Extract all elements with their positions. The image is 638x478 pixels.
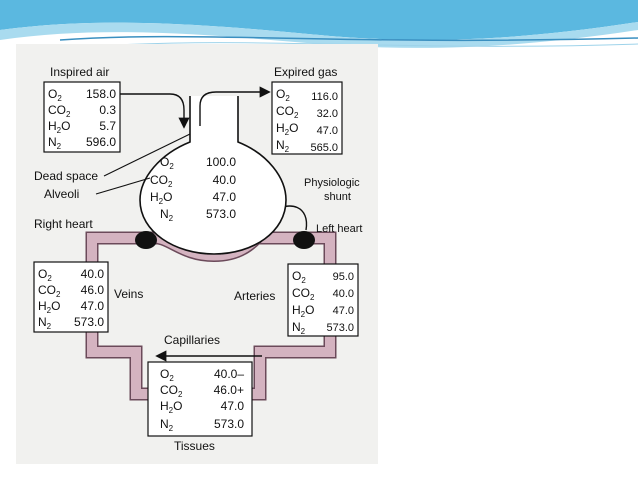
inspired-rows: O2 158.0 CO2 0.3 H2O 5.7 N2 596.0 [48, 87, 116, 151]
alveoli-rows: O2 100.0 CO2 40.0 H2O 47.0 N2 573.0 [150, 155, 236, 223]
tissues-rows: O2 40.0– CO2 46.0+ H2O 47.0 N2 573.0 [160, 367, 244, 433]
tissues-box [147, 361, 253, 437]
inspired-arrow [120, 93, 190, 129]
svg-text:565.0: 565.0 [310, 142, 338, 154]
svg-text:O2: O2 [160, 155, 174, 171]
svg-text:95.0: 95.0 [333, 271, 354, 283]
header-banner [0, 0, 638, 48]
capillaries-label: Capillaries [164, 333, 220, 347]
svg-text:O2: O2 [160, 367, 174, 383]
arteries-rows: O2 95.0 CO2 40.0 H2O 47.0 N2 573.0 [292, 269, 354, 336]
svg-text:40.0: 40.0 [333, 288, 354, 300]
svg-text:5.7: 5.7 [99, 119, 116, 133]
arteries-box [287, 263, 359, 337]
svg-text:47.0: 47.0 [317, 125, 338, 137]
right-heart-node [135, 231, 157, 249]
alveolus [139, 96, 287, 255]
svg-text:46.0: 46.0 [81, 283, 105, 297]
svg-text:573.0: 573.0 [326, 322, 354, 334]
svg-text:N2: N2 [38, 315, 52, 331]
svg-text:CO2: CO2 [48, 103, 71, 119]
svg-text:32.0: 32.0 [317, 108, 338, 120]
svg-text:N2: N2 [160, 417, 174, 433]
svg-text:573.0: 573.0 [74, 315, 104, 329]
svg-text:573.0: 573.0 [214, 417, 244, 431]
svg-text:40.0: 40.0 [213, 173, 237, 187]
veins-box [33, 261, 109, 333]
svg-text:47.0: 47.0 [81, 299, 105, 313]
veins-label: Veins [114, 287, 143, 301]
svg-text:CO2: CO2 [292, 286, 315, 302]
alveoli-pointer [95, 177, 151, 195]
dead-space-pointer [103, 133, 191, 177]
inspired-box [43, 81, 121, 153]
svg-text:N2: N2 [276, 138, 290, 154]
right-heart-label: Right heart [34, 217, 93, 231]
left-heart-label: Left heart [316, 223, 362, 235]
svg-text:CO2: CO2 [276, 104, 299, 120]
expired-arrow [199, 86, 271, 126]
svg-text:N2: N2 [292, 320, 306, 336]
alveoli-label: Alveoli [44, 187, 79, 201]
left-heart-node [293, 231, 315, 249]
svg-text:116.0: 116.0 [311, 91, 338, 103]
veins-rows: O2 40.0 CO2 46.0 H2O 47.0 N2 573.0 [38, 267, 104, 331]
expired-rows: O2 116.0 CO2 32.0 H2O 47.0 N2 565.0 [276, 87, 338, 154]
svg-text:46.0+: 46.0+ [214, 383, 244, 397]
svg-text:596.0: 596.0 [86, 135, 116, 149]
svg-text:O2: O2 [276, 87, 290, 103]
svg-text:H2O: H2O [38, 299, 60, 315]
expired-box [271, 81, 343, 155]
svg-text:CO2: CO2 [150, 173, 173, 189]
arteries-label: Arteries [234, 289, 275, 303]
expired-title: Expired gas [274, 65, 337, 79]
svg-text:CO2: CO2 [160, 383, 183, 399]
svg-text:O2: O2 [48, 87, 62, 103]
inspired-title: Inspired air [50, 65, 109, 79]
physiologic-label: Physiologic [304, 177, 360, 189]
svg-text:CO2: CO2 [38, 283, 61, 299]
svg-text:47.0: 47.0 [333, 305, 354, 317]
svg-text:H2O: H2O [160, 399, 182, 415]
svg-text:N2: N2 [48, 135, 62, 151]
svg-text:100.0: 100.0 [206, 155, 236, 169]
svg-text:H2O: H2O [292, 303, 314, 319]
svg-text:H2O: H2O [48, 119, 70, 135]
tissues-title: Tissues [174, 439, 215, 453]
svg-text:47.0: 47.0 [213, 190, 237, 204]
svg-text:H2O: H2O [150, 190, 172, 206]
svg-text:H2O: H2O [276, 121, 298, 137]
svg-text:573.0: 573.0 [206, 207, 236, 221]
dead-space-label: Dead space [34, 169, 98, 183]
svg-text:0.3: 0.3 [99, 103, 116, 117]
svg-text:47.0: 47.0 [221, 399, 245, 413]
svg-text:40.0–: 40.0– [214, 367, 244, 381]
svg-text:158.0: 158.0 [86, 87, 116, 101]
shunt-label: shunt [324, 191, 351, 203]
svg-text:O2: O2 [38, 267, 52, 283]
svg-text:N2: N2 [160, 207, 174, 223]
svg-text:40.0: 40.0 [81, 267, 105, 281]
svg-text:O2: O2 [292, 269, 306, 285]
